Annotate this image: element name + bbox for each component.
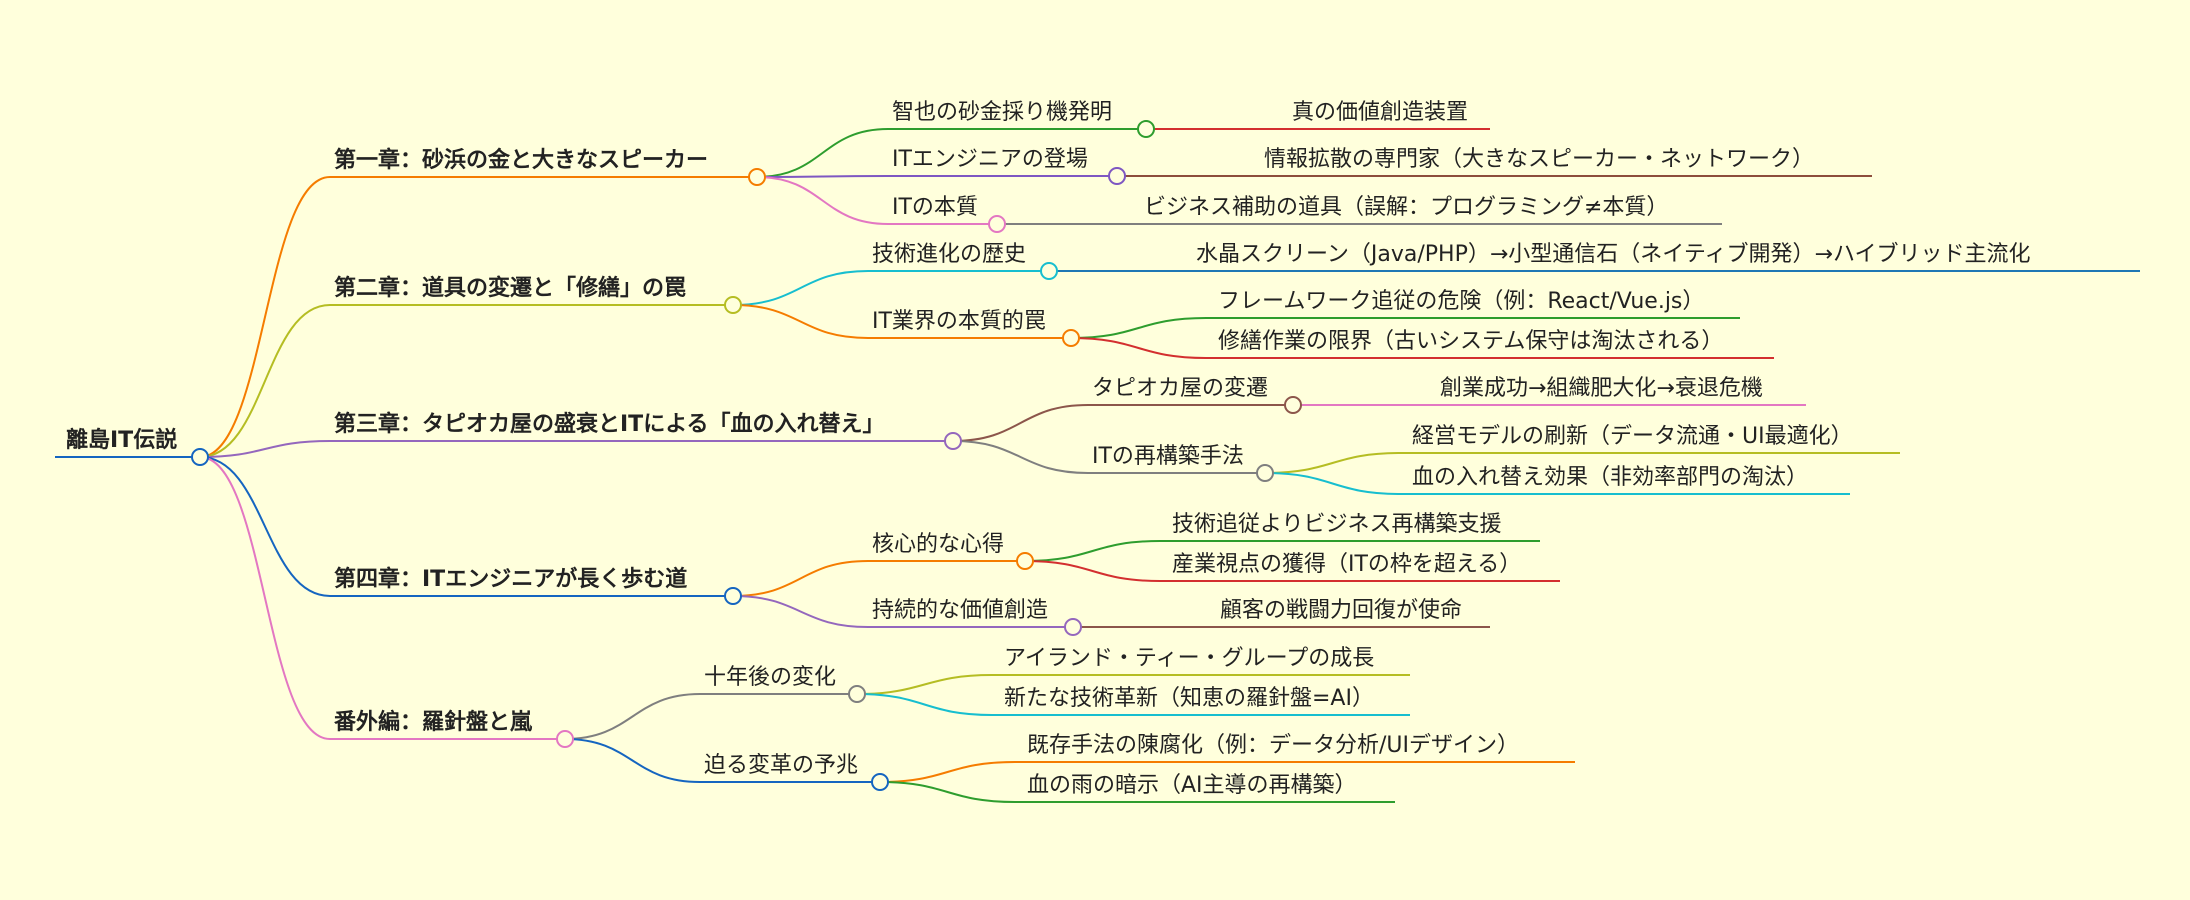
section-label: 十年後の変化 [704,665,836,690]
section-node[interactable] [1016,552,1034,570]
section-node[interactable] [1137,120,1155,138]
section-label: 持続的な価値創造 [872,598,1048,623]
chapter-label: 番外編：羅針盤と嵐 [333,709,533,735]
chapter-label: 第三章：タピオカ屋の盛衰とITによる「血の入れ替え」 [334,411,885,437]
section-link [952,440,1089,474]
section-link [756,175,889,178]
section-link [732,560,869,597]
detail-label: 水晶スクリーン（Java/PHP）→小型通信石（ネイティブ開発）→ハイブリッド主… [1196,242,2031,267]
section-link [952,404,1089,442]
detail-link [856,693,993,716]
detail-link [1070,337,1207,359]
chapter-link [199,304,331,458]
detail-label: 顧客の戦闘力回復が使命 [1220,598,1462,623]
section-node[interactable] [871,773,889,791]
detail-label: フレームワーク追従の危険（例：React/Vue.js） [1218,289,1704,314]
section-node[interactable] [1040,262,1058,280]
detail-label: 経営モデルの刷新（データ流通・UI最適化） [1412,424,1853,449]
chapter-link [199,456,331,597]
detail-label: 創業成功→組織肥大化→衰退危機 [1440,376,1763,401]
detail-link [856,674,993,695]
detail-label: 情報拡散の専門家（大きなスピーカー・ネットワーク） [1264,147,1814,172]
section-label: 技術進化の歴史 [872,242,1026,267]
section-link [732,595,869,628]
detail-label: 既存手法の陳腐化（例：データ分析/UIデザイン） [1027,733,1519,758]
chapter-node[interactable] [724,587,742,605]
section-label: タピオカ屋の変遷 [1092,376,1268,401]
chapter-link [199,440,331,458]
detail-label: 新たな技術革新（知恵の羅針盤=AI） [1004,686,1374,711]
section-label: 迫る変革の予兆 [704,753,858,778]
section-node[interactable] [988,215,1006,233]
root-label: 離島IT伝説 [66,427,177,453]
section-node[interactable] [1284,396,1302,414]
detail-link [879,761,1016,783]
section-node[interactable] [848,685,866,703]
section-link [564,693,701,740]
chapter-label: 第二章：道具の変遷と「修繕」の罠 [334,275,686,301]
detail-label: 血の雨の暗示（AI主導の再構築） [1027,773,1357,798]
detail-label: ビジネス補助の道具（誤解：プログラミング≠本質） [1144,195,1668,220]
chapter-label: 第一章：砂浜の金と大きなスピーカー [334,147,708,173]
section-label: ITの本質 [892,195,978,220]
chapter-link [199,456,331,740]
detail-label: 技術追従よりビジネス再構築支援 [1172,512,1502,537]
section-label: 智也の砂金採り機発明 [892,100,1112,125]
section-label: ITの再構築手法 [1092,444,1244,469]
section-label: IT業界の本質的罠 [872,309,1046,334]
section-link [756,128,889,178]
chapter-link [199,176,331,458]
branch-links [55,127,2140,803]
detail-label: 修繕作業の限界（古いシステム保守は淘汰される） [1218,329,1723,354]
detail-label: 産業視点の獲得（ITの枠を超える） [1172,552,1521,577]
root-node[interactable] [191,448,209,466]
section-node[interactable] [1064,618,1082,636]
section-node[interactable] [1108,167,1126,185]
detail-label: 血の入れ替え効果（非効率部門の淘汰） [1412,465,1808,490]
detail-link [1070,317,1207,339]
section-link [564,738,701,783]
chapter-node[interactable] [724,296,742,314]
detail-link [879,781,1016,803]
detail-link [1024,540,1161,562]
section-link [732,270,869,306]
section-node[interactable] [1256,464,1274,482]
section-link [732,304,869,339]
section-node[interactable] [1062,329,1080,347]
section-link [756,176,889,225]
chapter-node[interactable] [748,168,766,186]
detail-link [1264,452,1401,474]
section-label: 核心的な心得 [872,532,1004,557]
detail-label: アイランド・ティー・グループの成長 [1004,646,1374,671]
section-label: ITエンジニアの登場 [892,147,1088,172]
mind-map-nodes: 真の価値創造装置 智也の砂金採り機発明情報拡散の専門家（大きなスピーカー・ネットワ… [66,100,2031,798]
chapter-label: 第四章：ITエンジニアが長く歩む道 [334,566,687,592]
detail-label: 真の価値創造装置 [1292,100,1468,125]
detail-link [1264,472,1401,495]
chapter-node[interactable] [944,432,962,450]
chapter-node[interactable] [556,730,574,748]
detail-link [1024,560,1161,582]
